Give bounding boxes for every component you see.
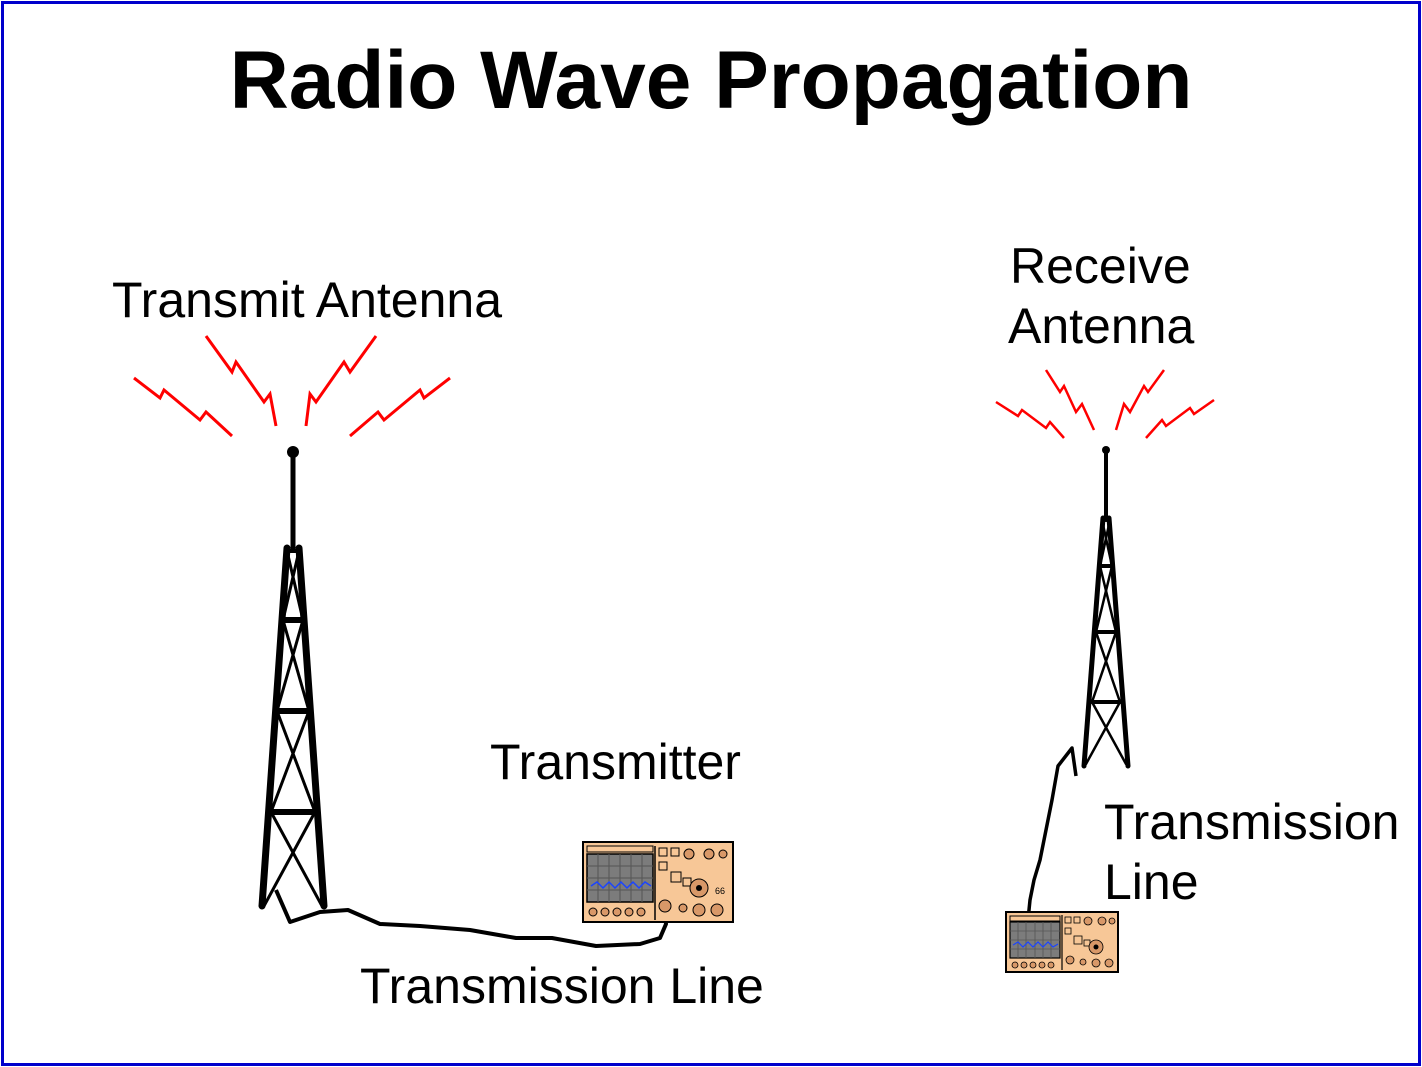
transmission-line-label-left: Transmission Line [360, 958, 764, 1014]
receive-antenna-label-line2: Antenna [1008, 298, 1195, 354]
transmission-line-label-right-line1: Transmission [1104, 794, 1400, 850]
receive-radio-waves [995, 369, 1215, 439]
svg-text:66: 66 [715, 886, 725, 896]
receive-tower [1081, 446, 1131, 769]
transmitter-label: Transmitter [490, 734, 741, 790]
slide-title: Radio Wave Propagation [229, 35, 1193, 126]
transmit-antenna-label: Transmit Antenna [112, 272, 503, 328]
transmission-line-label-right-line2: Line [1104, 854, 1199, 910]
transmitter-device: 66 [582, 841, 734, 923]
transmit-radio-waves [133, 335, 451, 438]
receiver-device [1005, 911, 1119, 973]
transmit-tower [258, 446, 328, 910]
receive-antenna-label-line1: Receive [1010, 238, 1191, 294]
transmission-line-cable-left [274, 889, 668, 948]
